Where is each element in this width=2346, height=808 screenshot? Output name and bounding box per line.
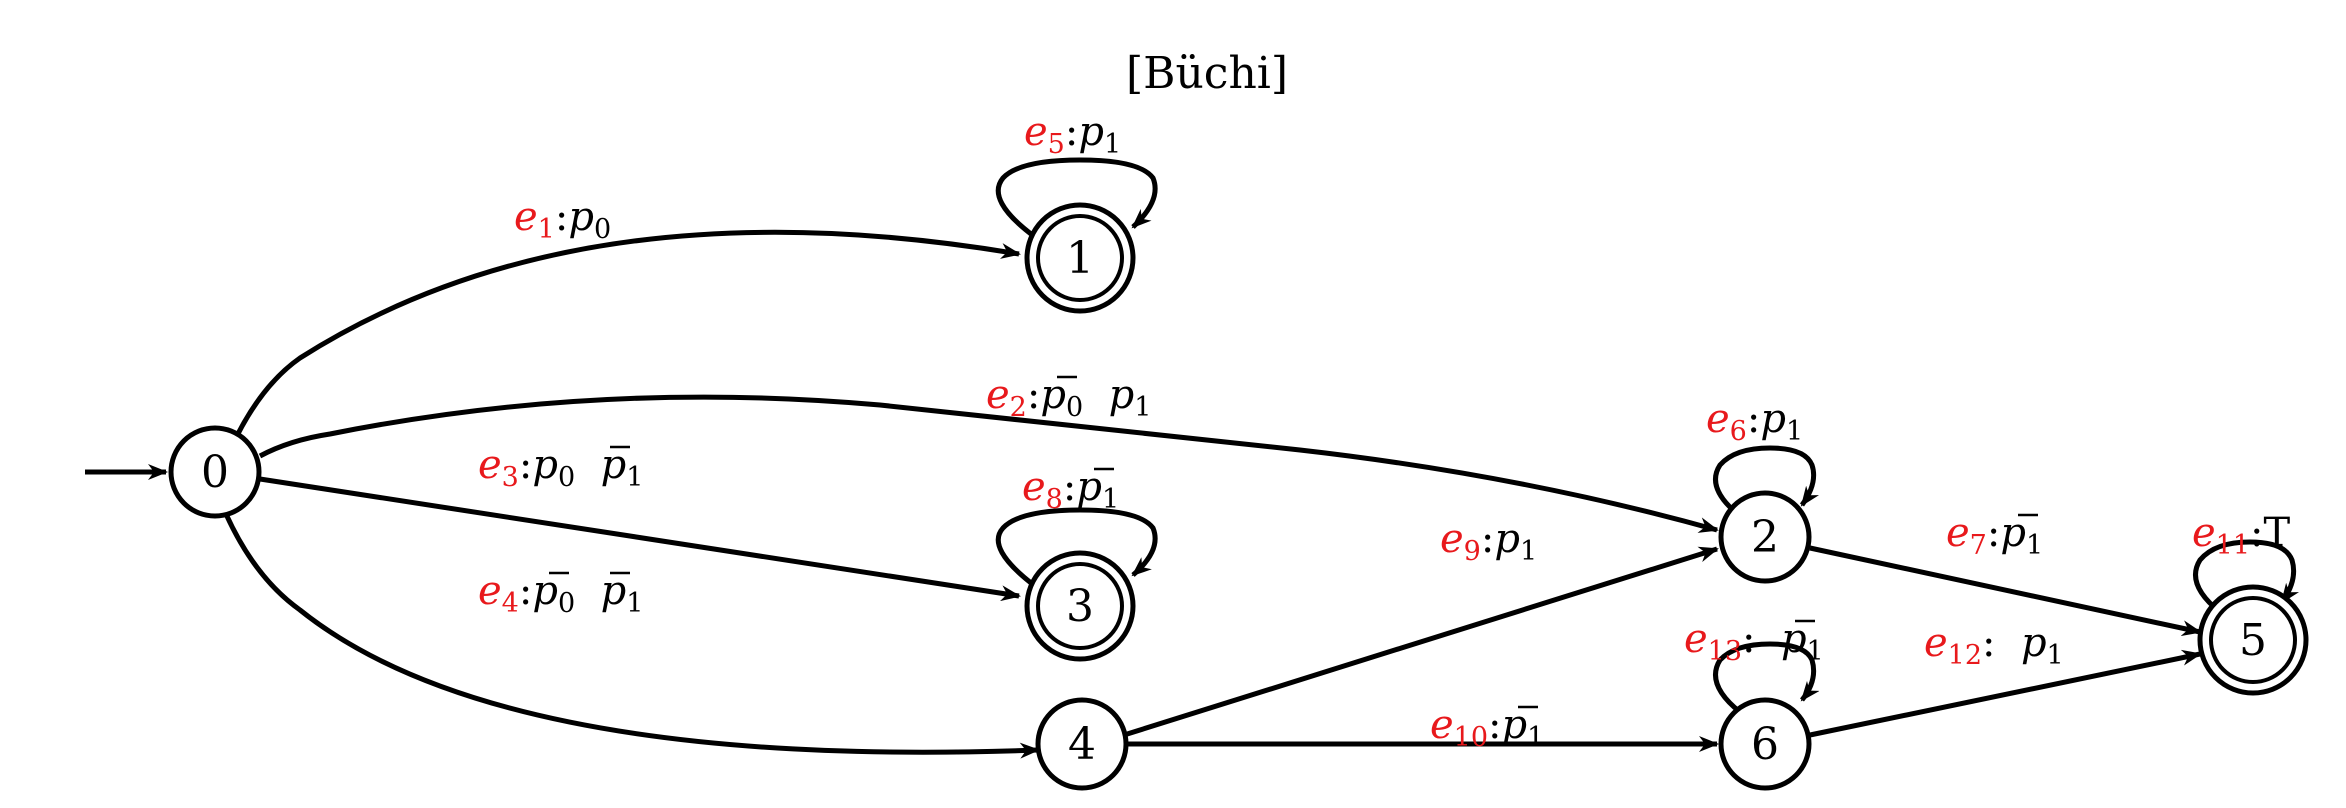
state-2-label: 2 <box>1751 512 1779 563</box>
edge-e7 <box>1809 545 2202 637</box>
edge-label-e10: e10:p1 <box>1430 702 1544 753</box>
edges <box>85 157 2300 759</box>
edge-e11 <box>2193 539 2300 614</box>
state-6-label: 6 <box>1751 719 1779 770</box>
edge-label-e7: e7:p1 <box>1946 510 2043 561</box>
edge-label-e11: e11:T <box>2192 510 2291 561</box>
state-4-label: 4 <box>1068 719 1096 770</box>
state-2: 2 <box>1718 490 1812 584</box>
edge-e8 <box>995 507 1158 588</box>
state-1-label: 1 <box>1066 233 1094 284</box>
edge-label-e2: e2:p0 p1 <box>986 372 1151 423</box>
state-0-label: 0 <box>201 447 229 498</box>
edge-label-e9: e9:p1 <box>1440 516 1537 567</box>
state-1: 1 <box>1024 202 1136 314</box>
edge-label-e5: e5:p1 <box>1024 109 1121 160</box>
edge-label-e3: e3:p0 p1 <box>478 442 643 493</box>
edge-label-e12: e12: p1 <box>1924 620 2064 671</box>
edge-e5 <box>995 157 1158 240</box>
edge-e3 <box>259 476 1021 602</box>
edge-labels: e1:p0 e2:p0 p1 e3:p0 p1 e4:p0 p1 e5:p1 e… <box>478 109 2291 753</box>
edge-e6 <box>1713 445 1820 518</box>
state-3: 3 <box>1024 550 1136 662</box>
edge-e9 <box>1123 546 1719 738</box>
edge-label-e13: e13: p1 <box>1684 616 1824 667</box>
edge-e2 <box>258 394 1719 533</box>
state-5-label: 5 <box>2239 615 2267 666</box>
state-3-label: 3 <box>1066 581 1094 632</box>
state-6: 6 <box>1718 697 1812 791</box>
state-5: 5 <box>2197 584 2309 696</box>
edge-e13 <box>1713 641 1820 714</box>
edge-e12 <box>1809 649 2202 738</box>
nodes: 0 1 2 3 4 5 6 <box>168 202 2309 791</box>
edge-label-e1: e1:p0 <box>514 194 611 245</box>
state-4: 4 <box>1035 697 1129 791</box>
edge-label-e4: e4:p0 p1 <box>478 568 643 619</box>
state-0: 0 <box>168 425 262 519</box>
diagram-title: [Büchi] <box>1126 48 1288 99</box>
edge-e4 <box>223 512 1040 759</box>
edge-label-e6: e6:p1 <box>1706 396 1803 447</box>
edge-label-e8: e8:p1 <box>1022 464 1119 515</box>
edge-e1 <box>229 229 1021 448</box>
